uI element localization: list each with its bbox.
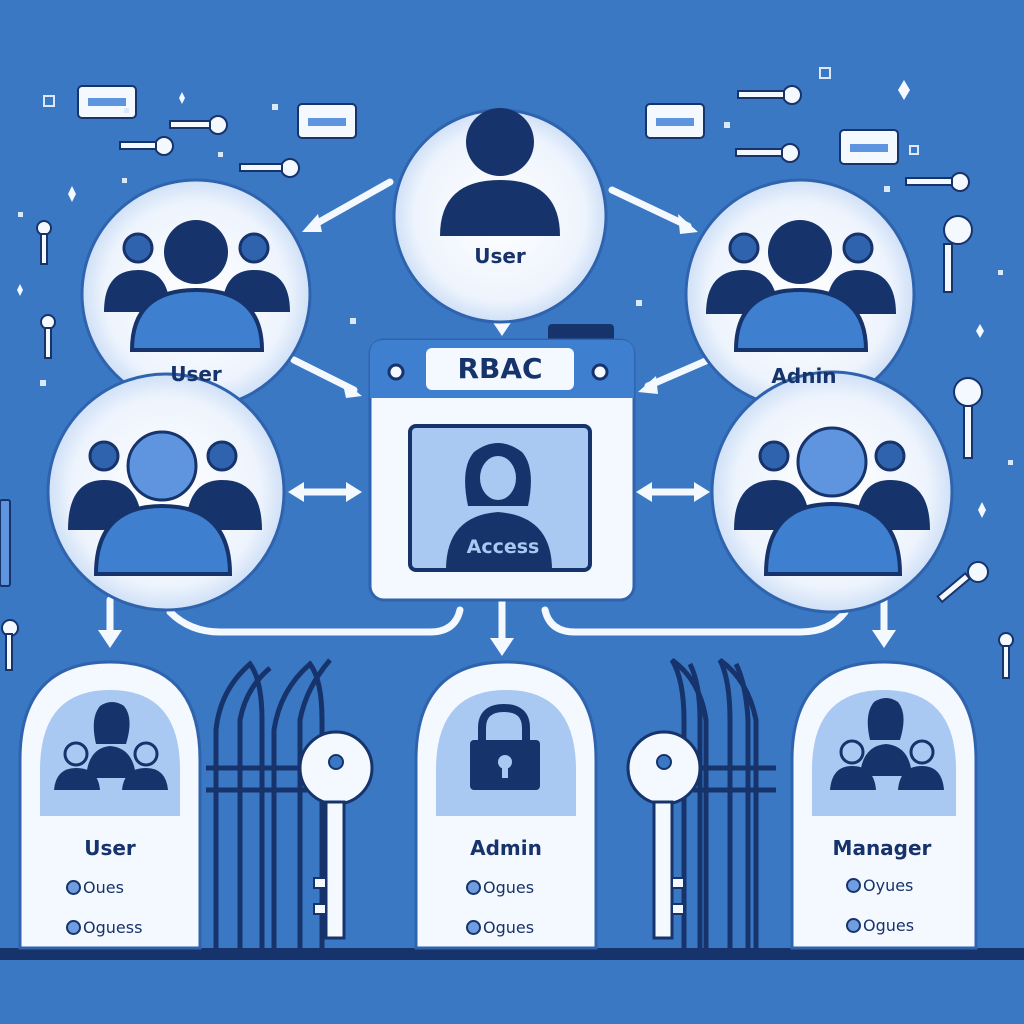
group-icon bbox=[68, 430, 262, 576]
tag-icon bbox=[0, 499, 11, 587]
tag-icon bbox=[77, 85, 137, 119]
left-upper-node-label: User bbox=[170, 362, 222, 386]
top-node-label: User bbox=[474, 244, 526, 268]
card-admin-item-2: Ogues bbox=[466, 918, 534, 937]
key-icon bbox=[119, 136, 174, 156]
floor-line bbox=[0, 948, 1024, 960]
key-icon bbox=[40, 314, 56, 359]
node-left-lower-group bbox=[46, 372, 286, 612]
tag-icon bbox=[297, 103, 357, 139]
key-icon bbox=[735, 143, 800, 163]
group-icon bbox=[706, 220, 896, 352]
two-people-icon bbox=[54, 702, 168, 790]
card-admin bbox=[414, 660, 598, 950]
node-right-upper-admin bbox=[684, 178, 916, 410]
key-icon bbox=[298, 730, 374, 940]
key-icon bbox=[239, 158, 300, 178]
card-user-title: User bbox=[84, 836, 136, 860]
sparkle-icon bbox=[978, 502, 986, 518]
card-manager-item-2: Ogues bbox=[846, 916, 914, 935]
bullet-icon bbox=[466, 880, 481, 895]
sparkle-icon bbox=[976, 324, 984, 338]
card-admin-title: Admin bbox=[470, 836, 542, 860]
person-icon bbox=[466, 108, 534, 176]
woman-icon bbox=[446, 443, 552, 570]
bullet-icon bbox=[846, 918, 861, 933]
key-icon bbox=[1, 619, 19, 671]
tag-icon bbox=[839, 129, 899, 165]
padlock-icon bbox=[470, 703, 540, 790]
node-right-lower-group bbox=[710, 370, 954, 614]
key-icon bbox=[936, 561, 989, 604]
tag-icon bbox=[645, 103, 705, 139]
key-icon bbox=[169, 115, 228, 135]
card-admin-item-1: Ogues bbox=[466, 878, 534, 897]
group-icon bbox=[734, 426, 930, 576]
gate-right bbox=[669, 657, 776, 948]
card-user-item-1: Oues bbox=[66, 878, 124, 897]
right-upper-node-label: Adnin bbox=[771, 364, 837, 388]
card-user-item-2: Oguess bbox=[66, 918, 142, 937]
card-manager bbox=[790, 660, 978, 950]
bullet-icon bbox=[66, 920, 81, 935]
node-left-upper-user bbox=[80, 178, 312, 410]
sparkle-icon bbox=[898, 80, 910, 100]
two-people-icon bbox=[830, 698, 944, 790]
card-manager-item-1: Oyues bbox=[846, 876, 913, 895]
key-icon bbox=[737, 85, 802, 105]
sparkle-icon bbox=[17, 284, 23, 296]
bullet-icon bbox=[846, 878, 861, 893]
card-manager-title: Manager bbox=[832, 836, 932, 860]
bullet-icon bbox=[66, 880, 81, 895]
node-top-user bbox=[392, 108, 608, 324]
access-label: Access bbox=[466, 536, 540, 558]
rbac-panel bbox=[368, 324, 636, 602]
key-icon bbox=[953, 377, 983, 459]
key-icon bbox=[626, 730, 702, 940]
sparkle-icon bbox=[179, 92, 185, 104]
key-icon bbox=[998, 632, 1014, 679]
key-icon bbox=[905, 172, 970, 192]
card-user bbox=[18, 660, 202, 950]
sparkle-icon bbox=[68, 186, 76, 202]
bullet-icon bbox=[466, 920, 481, 935]
rbac-title: RBAC bbox=[457, 352, 543, 385]
group-icon bbox=[104, 220, 290, 352]
key-icon bbox=[36, 220, 52, 265]
key-icon bbox=[943, 215, 973, 293]
